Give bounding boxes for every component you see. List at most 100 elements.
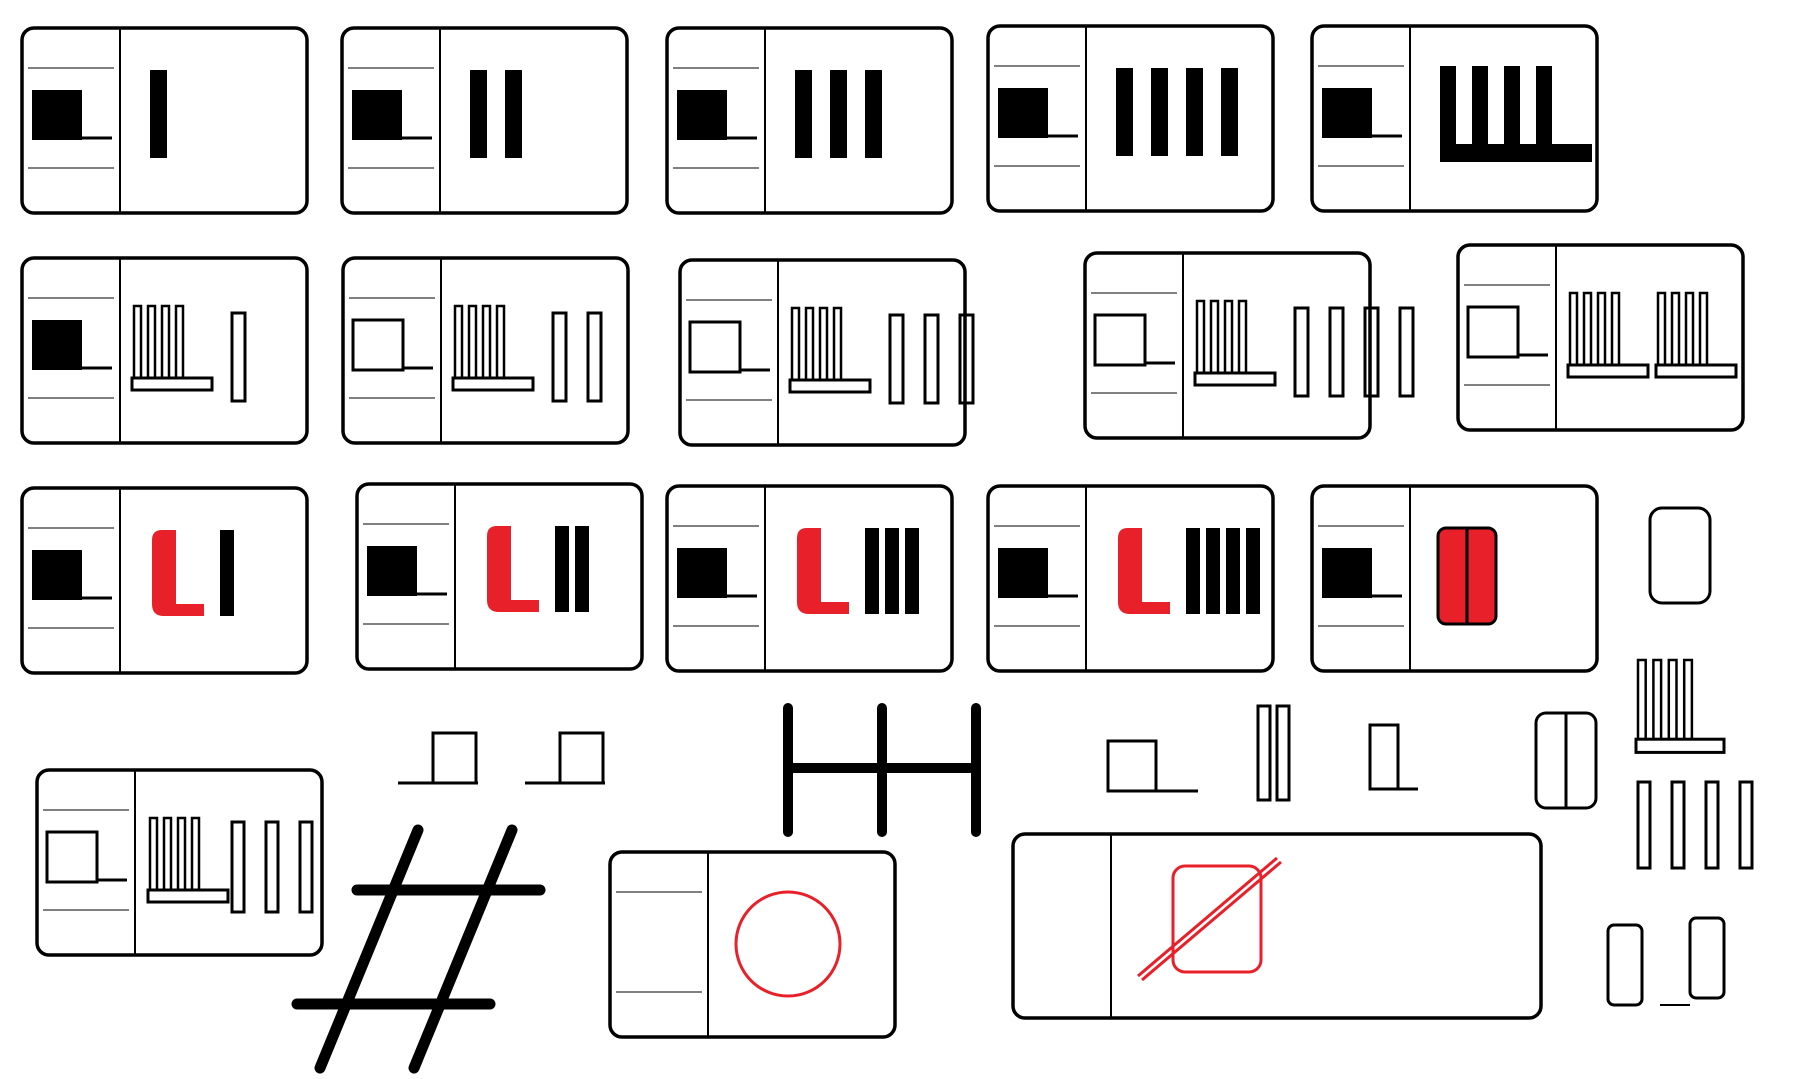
tally-post [230, 311, 247, 403]
red-circle [734, 890, 842, 998]
tally-post [1293, 306, 1310, 398]
tally-bar [1504, 66, 1520, 156]
red-tally-card-1 [20, 486, 309, 675]
tally-bar [865, 70, 882, 158]
filled-square-glyph [998, 548, 1048, 598]
card-frame [608, 850, 897, 1039]
tally-bar [1440, 66, 1456, 156]
outline-square-glyph [1466, 305, 1520, 359]
red-l-mark [487, 526, 539, 612]
card-frame [35, 768, 324, 957]
filled-square-glyph [367, 546, 417, 596]
bundle-base [1654, 363, 1738, 379]
tally-post [551, 311, 568, 403]
tally-bar [795, 70, 812, 158]
tally-bar [555, 526, 569, 612]
tally-bar [150, 70, 167, 158]
red-square [1171, 864, 1263, 974]
tally-bar [1116, 68, 1133, 156]
tally-bar [1151, 68, 1168, 156]
tally-card-4 [986, 24, 1275, 213]
tally-bar [505, 70, 522, 158]
card-frame [1011, 832, 1543, 1020]
red-tally-card-3 [665, 484, 954, 673]
loose-pieces [1106, 658, 1754, 1007]
symbol-layer [20, 24, 1754, 1074]
bundle-post [1652, 658, 1663, 741]
filled-square-glyph [1322, 88, 1372, 138]
filled-square-glyph [32, 90, 82, 140]
card-frame [341, 256, 630, 445]
tally-bar [220, 530, 234, 616]
filled-square-glyph [32, 550, 82, 600]
tally-bar [1206, 528, 1220, 614]
tally-bar [1472, 66, 1488, 156]
filled-square-glyph [677, 90, 727, 140]
red-filled-card [1310, 484, 1599, 673]
filled-square-glyph [677, 548, 727, 598]
square-outline [431, 731, 478, 785]
card-frame [1456, 243, 1745, 432]
bundle-post [1636, 658, 1647, 741]
outline-square-glyph [45, 830, 99, 884]
tile-outline [1606, 923, 1644, 1007]
bundle-base [146, 888, 230, 904]
outline-tally-card-10 [1456, 243, 1745, 432]
loose-tile [1648, 506, 1712, 605]
tally-bar [1221, 68, 1238, 156]
tally-bar [1246, 528, 1260, 614]
bundle-base [130, 376, 214, 392]
filled-square-glyph [1322, 548, 1372, 598]
crossed-card [1011, 832, 1543, 1020]
tally-post [1398, 306, 1415, 398]
red-tally-card-4 [986, 484, 1275, 673]
tally-post [958, 313, 975, 405]
tally-post [230, 820, 246, 914]
tally-bar [905, 528, 919, 614]
outline-square-glyph [1093, 313, 1147, 367]
tally-post [923, 313, 940, 405]
tally-bar [830, 70, 847, 158]
filled-square-glyph [352, 90, 402, 140]
h-bar-symbol [783, 703, 981, 837]
tally-bar [865, 528, 879, 614]
red-cross-stroke [1137, 856, 1278, 978]
tally-post [1738, 780, 1754, 870]
hash-stroke [314, 824, 424, 1074]
red-tally-card-2 [355, 482, 644, 671]
bundle-base [1193, 371, 1277, 387]
tally-post [586, 311, 603, 403]
tally-bar [470, 70, 487, 158]
tally-post [1328, 306, 1345, 398]
tally-post [1363, 306, 1380, 398]
tile-outline [1688, 916, 1726, 1000]
bundle-base [1566, 363, 1650, 379]
tally-card-5 [1310, 24, 1599, 213]
square-outline [1106, 739, 1158, 793]
tally-post [1275, 704, 1291, 802]
tally-bar [1536, 66, 1552, 156]
tally-bar [885, 528, 899, 614]
tally-card-1 [20, 26, 309, 215]
bundle-post [1667, 658, 1678, 741]
square-baseline-glyph [398, 731, 478, 785]
hash-stroke [408, 824, 518, 1074]
tally-card-2 [340, 26, 629, 215]
hash-symbol [291, 824, 546, 1074]
tally-post [1256, 704, 1272, 802]
bundle-base [1440, 144, 1592, 162]
tally-bar [575, 526, 589, 612]
bundle-base [451, 376, 535, 392]
outline-square-glyph [351, 318, 405, 372]
bundle-post [1682, 658, 1694, 741]
red-l-mark [1118, 528, 1170, 614]
tally-post [298, 820, 314, 914]
bundle-base [1634, 737, 1726, 754]
tally-post [264, 820, 280, 914]
circle-card [608, 850, 897, 1039]
tally-post [1636, 780, 1652, 870]
tally-bar [1186, 528, 1200, 614]
tally-bar [1186, 68, 1203, 156]
red-l-mark [797, 528, 849, 614]
